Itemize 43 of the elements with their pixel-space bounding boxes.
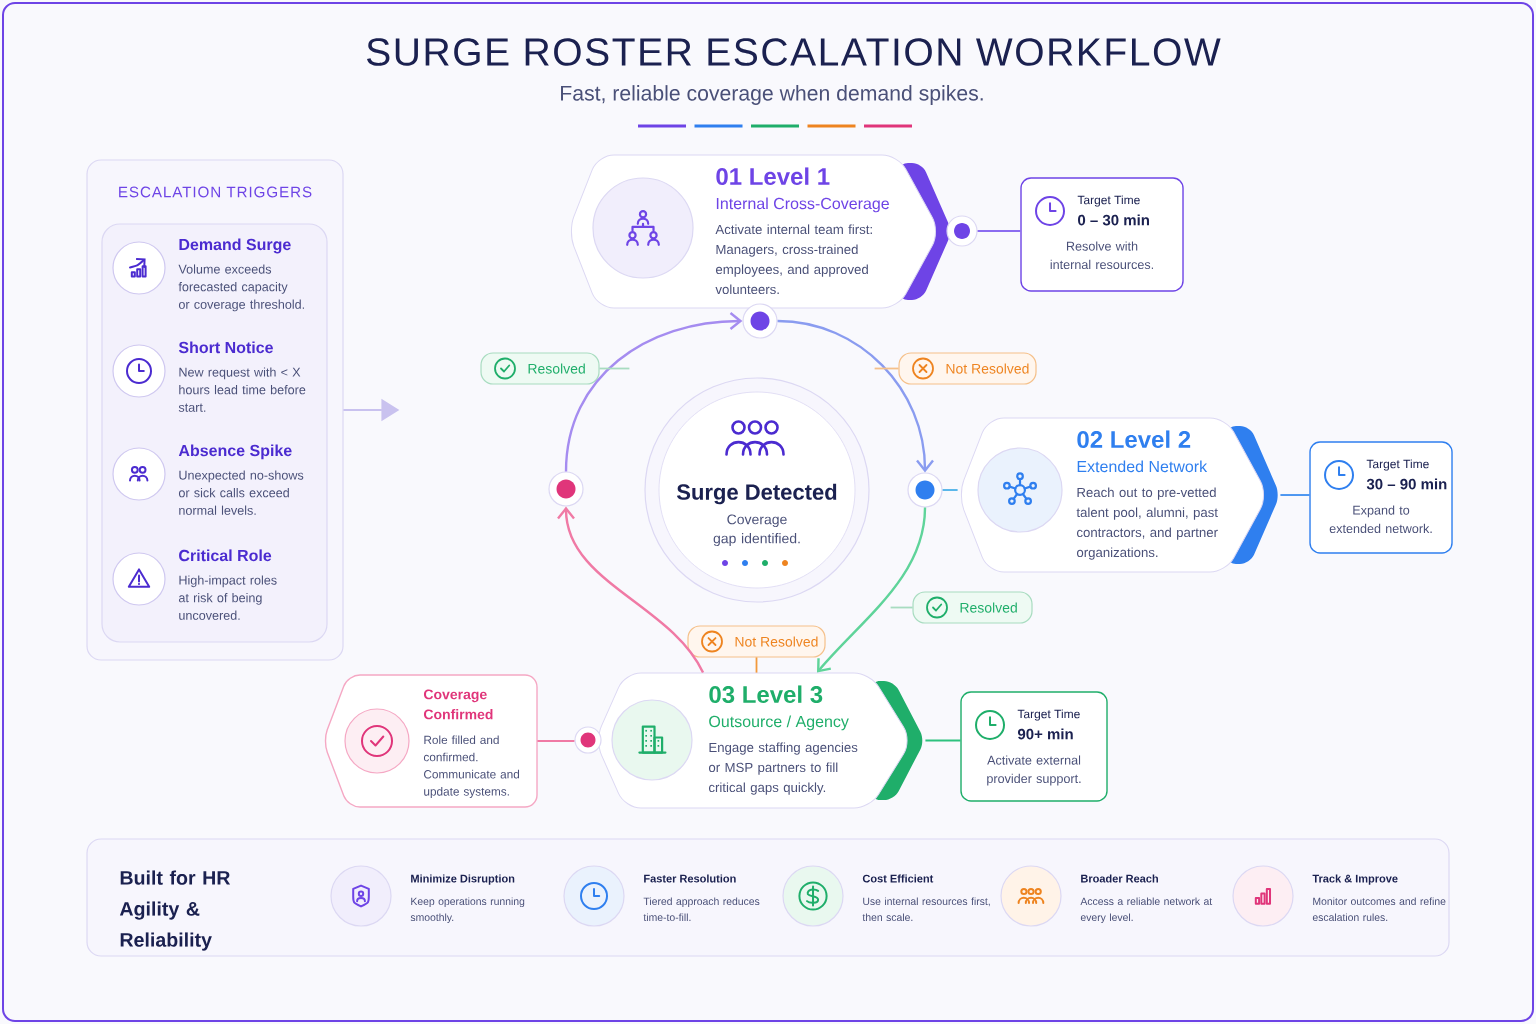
trigger-item: Short Notice New request with < X hours lead time before start. bbox=[178, 341, 306, 412]
junction-dot bbox=[946, 215, 978, 247]
junction-dot bbox=[907, 472, 943, 508]
status-tag: Resolved bbox=[480, 352, 600, 385]
arrow bbox=[817, 507, 927, 673]
node-label: Cost Efficient bbox=[862, 874, 934, 883]
junction-dot bbox=[574, 726, 602, 754]
junction-dot bbox=[548, 471, 584, 507]
node-label: Built for HR Agility & Reliability bbox=[119, 870, 231, 951]
title: SURGE ROSTER ESCALATION WORKFLOW bbox=[367, 38, 1221, 66]
connector-line bbox=[536, 740, 576, 742]
trigger-item: Absence Spike Unexpected no-shows or sick calls exceed normal levels. bbox=[178, 444, 304, 515]
leader-line bbox=[873, 367, 900, 370]
subtitle: Fast, reliable coverage when demand spikes. bbox=[561, 85, 983, 105]
target-time-card: Target Time 90+ min Activate external provider support. bbox=[960, 691, 1108, 802]
node-label: Tiered approach reduces time-to-fill. bbox=[643, 897, 760, 922]
leader-line bbox=[889, 606, 914, 609]
arrow bbox=[777, 319, 934, 473]
node-label: Monitor outcomes and refine escalation rules. bbox=[1312, 897, 1446, 922]
trigger-item: Demand Surge Volume exceeds forecasted capacity or coverage threshold. bbox=[178, 238, 304, 312]
connector-line bbox=[924, 739, 962, 742]
leader-line bbox=[755, 656, 758, 674]
target-time-card: Target Time 30 – 90 min Expand to extended network. bbox=[1309, 441, 1453, 554]
arrow bbox=[564, 312, 743, 472]
benefits-bar: Built for HR Agility & Reliability Minimize Disruption Keep operations running smoothly. Faster Resolution Tiered approach reduces time-to-fill. Cost Efficient Use internal resources first, then scale. Broader Reach Access a reliable network at every level. Track & Improve Monitor outcomes and refine escalation rules. bbox=[86, 838, 1450, 957]
arrow bbox=[557, 506, 705, 674]
status-tag: Resolved bbox=[912, 591, 1033, 624]
node-label: Faster Resolution bbox=[644, 874, 736, 883]
status-tag: Not Resolved bbox=[898, 352, 1037, 385]
node-label: Minimize Disruption bbox=[411, 874, 515, 885]
connector-line bbox=[976, 230, 1022, 232]
target-time-card: Target Time 0 – 30 min Resolve with internal resources. bbox=[1020, 177, 1184, 292]
connector-line bbox=[1279, 494, 1311, 496]
connector-line bbox=[941, 489, 959, 491]
node-label: Access a reliable network at every level. bbox=[1080, 897, 1213, 924]
node-label: Keep operations running smoothly. bbox=[410, 897, 525, 924]
node-label: Broader Reach bbox=[1081, 874, 1158, 883]
junction-dot bbox=[742, 303, 778, 339]
node-label: Track & Improve bbox=[1312, 874, 1398, 885]
leader-line bbox=[598, 367, 631, 370]
status-tag: Not Resolved bbox=[687, 625, 826, 658]
trigger-item: Critical Role High-impact roles at risk of being uncovered. bbox=[178, 549, 277, 620]
node-label: Use internal resources first, then scale. bbox=[862, 897, 990, 922]
